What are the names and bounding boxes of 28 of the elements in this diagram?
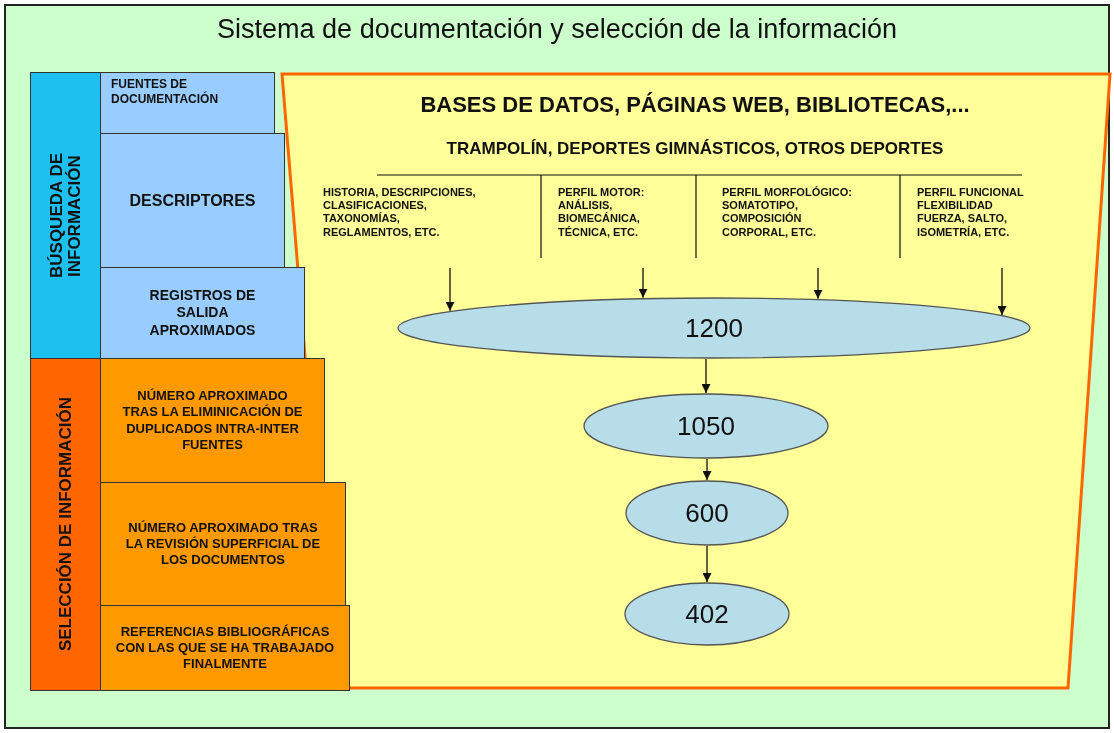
arrow xyxy=(997,267,1007,316)
arrow xyxy=(813,267,823,300)
section-label: BÚSQUEDA DE INFORMACIÓN xyxy=(47,152,84,280)
arrow xyxy=(638,267,648,299)
arrow xyxy=(445,267,455,312)
arrow xyxy=(702,458,712,481)
category-text: PERFIL MORFOLÓGICO: SOMATOTIPO, COMPOSICIÓN CORPORAL, ETC. xyxy=(722,186,860,268)
count-ellipse: 1200 xyxy=(397,297,1031,359)
section-label: SELECCIÓN DE INFORMACIÓN xyxy=(56,397,75,652)
step-box: NÚMERO APROXIMADO TRAS LA REVISIÓN SUPERFICIAL DE LOS DOCUMENTOS xyxy=(100,482,346,606)
arrow xyxy=(702,545,712,583)
section-band xyxy=(30,72,101,359)
count-ellipse: 1050 xyxy=(583,393,829,459)
section-band xyxy=(30,358,101,691)
diagram-title: Sistema de documentación y selección de la información xyxy=(216,14,898,45)
step-box: REGISTROS DE SALIDA APROXIMADOS xyxy=(100,267,305,359)
count-ellipse: 600 xyxy=(625,480,789,546)
step-box: REFERENCIAS BIBLIOGRÁFICAS CON LAS QUE SE HA TRABAJADO FINALMENTE xyxy=(100,605,350,691)
arrow xyxy=(701,358,711,394)
category-text: PERFIL MOTOR: ANÁLISIS, BIOMECÁNICA, TÉCNICA, ETC. xyxy=(558,186,662,268)
step-box: FUENTES DE DOCUMENTACIÓN xyxy=(100,72,275,134)
count-ellipse: 402 xyxy=(624,582,790,646)
heading: BASES DE DATOS, PÁGINAS WEB, BIBLIOTECAS,... xyxy=(419,92,971,118)
category-text: HISTORIA, DESCRIPCIONES, CLASIFICACIONES, TAXONOMÍAS, REGLAMENTOS, ETC. xyxy=(323,186,485,268)
subheading: TRAMPOLÍN, DEPORTES GIMNÁSTICOS, OTROS DEPORTES xyxy=(445,139,945,159)
step-box: DESCRIPTORES xyxy=(100,133,285,268)
category-text: PERFIL FUNCIONAL FLEXIBILIDAD FUERZA, SALTO, ISOMETRÍA, ETC. xyxy=(917,186,1041,268)
step-box: NÚMERO APROXIMADO TRAS LA ELIMINICACIÓN DE DUPLICADOS INTRA-INTER FUENTES xyxy=(100,358,325,483)
